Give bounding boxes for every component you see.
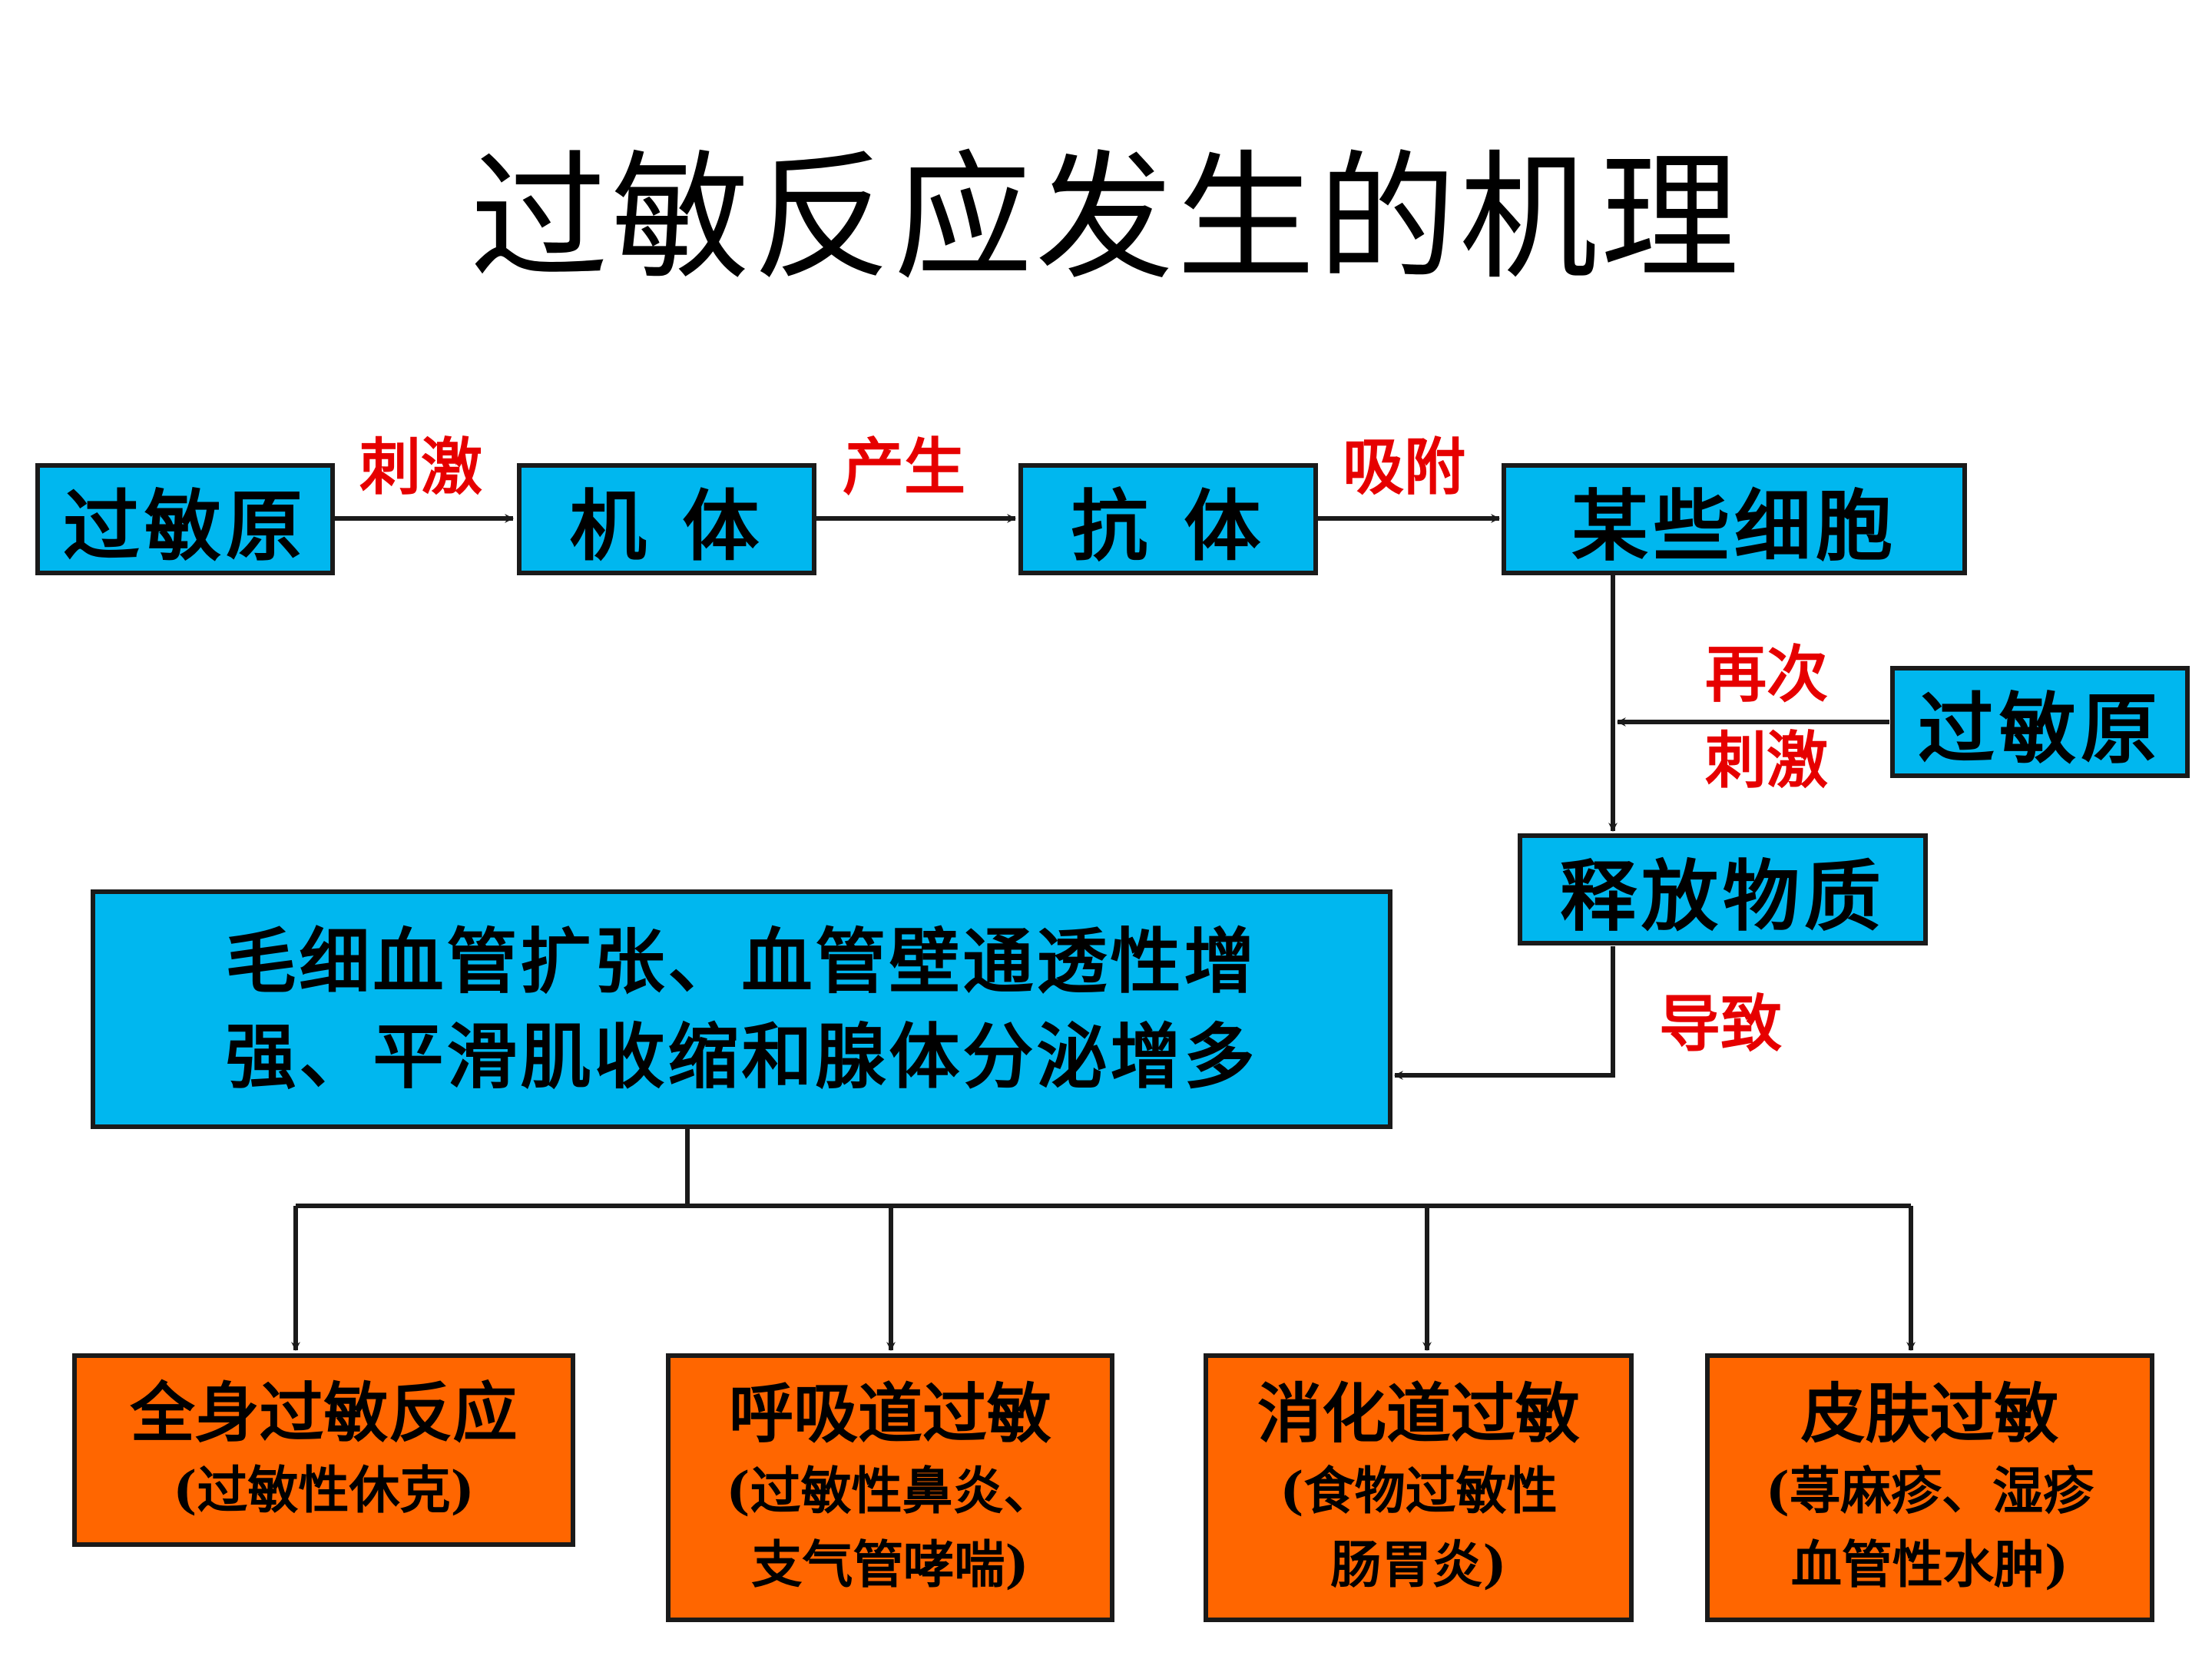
node-antibody-label: 抗 体 xyxy=(1071,480,1266,571)
outcome-skin-detail1: (荨麻疹、湿疹 xyxy=(1765,1461,2094,1521)
outcome-respiratory-detail2: 支气管哮喘) xyxy=(751,1535,1029,1594)
outcome-skin-detail2: 血管性水肿) xyxy=(1790,1535,2069,1594)
outcome-systemic: 全身过敏反应 (过敏性休克) xyxy=(72,1353,575,1547)
node-release-label: 释放物质 xyxy=(1560,850,1886,942)
node-effect-line1: 毛细血管扩张、血管壁通透性增 xyxy=(225,920,1258,1003)
outcome-skin: 皮肤过敏 (荨麻疹、湿疹 血管性水肿) xyxy=(1705,1353,2154,1622)
outcome-digestive-detail1: (食物过敏性 xyxy=(1280,1461,1558,1521)
node-cells: 某些细胞 xyxy=(1502,463,1967,575)
outcome-systemic-detail: (过敏性休克) xyxy=(173,1460,475,1520)
outcome-digestive: 消化道过敏 (食物过敏性 肠胃炎) xyxy=(1204,1353,1634,1622)
outcome-digestive-detail2: 肠胃炎) xyxy=(1330,1535,1507,1594)
node-effect: 毛细血管扩张、血管壁通透性增 强、平滑肌收缩和腺体分泌增多 xyxy=(91,889,1392,1129)
edge-label-adsorb: 吸附 xyxy=(1343,431,1465,503)
node-allergen-label: 过敏原 xyxy=(63,480,307,571)
arrow-release-to-effect xyxy=(1394,946,1615,1080)
node-body: 机 体 xyxy=(517,463,816,575)
outcome-respiratory-name: 呼吸道过敏 xyxy=(728,1376,1051,1452)
outcome-skin-name: 皮肤过敏 xyxy=(1800,1376,2059,1452)
edge-label-produce: 产生 xyxy=(843,431,965,503)
edge-label-stimulate-again: 刺激 xyxy=(1705,724,1828,796)
node-allergen: 过敏原 xyxy=(35,463,335,575)
node-body-label: 机 体 xyxy=(569,480,764,571)
node-antibody: 抗 体 xyxy=(1018,463,1318,575)
diagram-title: 过敏反应发生的机理 xyxy=(469,138,1742,299)
outcome-systemic-name: 全身过敏反应 xyxy=(130,1375,518,1451)
node-allergen-again: 过敏原 xyxy=(1890,666,2190,778)
edge-label-cause: 导致 xyxy=(1659,988,1782,1060)
edge-label-stimulate: 刺激 xyxy=(359,431,482,503)
edge-label-again: 再次 xyxy=(1705,638,1828,710)
node-allergen-again-label: 过敏原 xyxy=(1918,683,2162,774)
node-release: 释放物质 xyxy=(1518,833,1928,945)
outcome-digestive-name: 消化道过敏 xyxy=(1257,1376,1580,1452)
node-effect-line2: 强、平滑肌收缩和腺体分泌增多 xyxy=(225,1015,1258,1098)
outcome-respiratory: 呼吸道过敏 (过敏性鼻炎、 支气管哮喘) xyxy=(666,1353,1114,1622)
outcome-respiratory-detail1: (过敏性鼻炎、 xyxy=(726,1461,1055,1521)
node-cells-label: 某些细胞 xyxy=(1571,480,1897,571)
